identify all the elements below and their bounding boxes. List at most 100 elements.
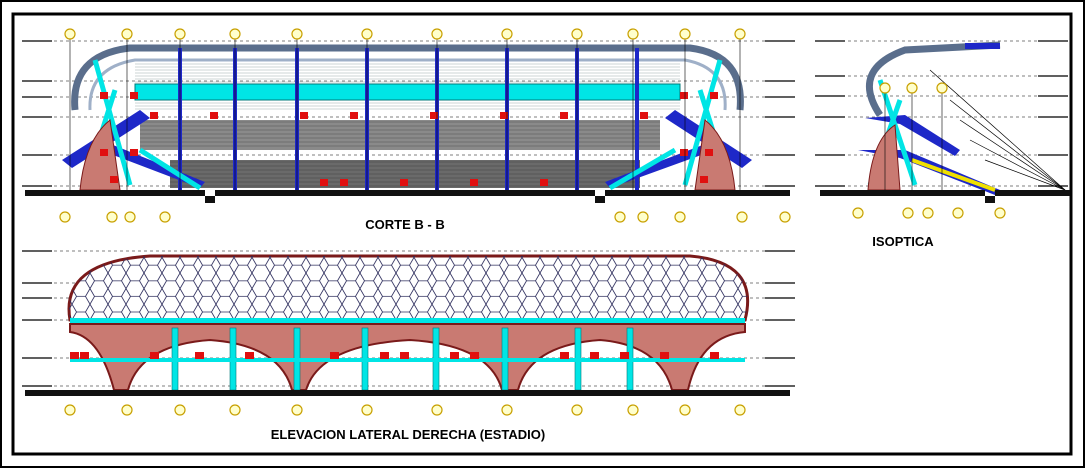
grid-bubble (229, 28, 241, 40)
seat-block (540, 179, 548, 186)
seat-block (380, 352, 389, 359)
section-ground-slab (25, 190, 790, 203)
seat-block (400, 352, 409, 359)
isoptic-roof-arch (866, 41, 1001, 117)
grid-bubble (936, 82, 948, 94)
seat-block (705, 149, 713, 156)
elevation-cyan-band (70, 318, 745, 324)
grid-bubble (106, 211, 118, 223)
grid-bubble (431, 404, 443, 416)
elevation-drawing: ELEVACION LATERAL DERECHA (ESTADIO) (22, 250, 795, 442)
grid-bubble (431, 28, 443, 40)
seat-block (130, 149, 138, 156)
section-title: CORTE B - B (365, 217, 444, 232)
grid-bubble (734, 404, 746, 416)
grid-bubble (779, 211, 791, 223)
grid-bubble (679, 28, 691, 40)
seat-block (330, 352, 339, 359)
seat-block (590, 352, 599, 359)
seat-block (70, 352, 79, 359)
seat-block (320, 179, 328, 186)
seat-block (470, 179, 478, 186)
grid-bubble (174, 404, 186, 416)
grid-bubble (902, 207, 914, 219)
section-upper-tier (140, 120, 660, 150)
grid-bubble (571, 404, 583, 416)
isoptic-pier (867, 124, 901, 191)
grid-bubble (361, 28, 373, 40)
elevation-grid-bubbles (64, 404, 746, 416)
grid-bubble (121, 404, 133, 416)
elevation-title: ELEVACION LATERAL DERECHA (ESTADIO) (271, 427, 545, 442)
section-right-pier (694, 119, 736, 191)
isoptic-roof-cap (965, 43, 1000, 49)
seat-block (150, 112, 158, 119)
isoptic-drawing: ISOPTICA (815, 40, 1070, 249)
grid-bubble (159, 211, 171, 223)
seat-block (660, 352, 669, 359)
seat-block (400, 179, 408, 186)
grid-bubble (994, 207, 1006, 219)
seat-block (620, 352, 629, 359)
seat-block (700, 176, 708, 183)
grid-bubble (614, 211, 626, 223)
grid-bubble (121, 28, 133, 40)
section-grid-bubbles (59, 28, 791, 223)
isoptic-ground (820, 190, 1070, 203)
grid-bubble (906, 82, 918, 94)
inner-frame (11, 12, 1073, 456)
grid-bubble (124, 211, 136, 223)
isoptic-level-lines (815, 40, 1068, 187)
grid-bubble (736, 211, 748, 223)
grid-bubble (291, 404, 303, 416)
seat-block (560, 112, 568, 119)
grid-bubble (64, 404, 76, 416)
grid-bubble (361, 404, 373, 416)
grid-bubble (679, 404, 691, 416)
grid-bubble (59, 211, 71, 223)
grid-bubble (229, 404, 241, 416)
seat-block (340, 179, 348, 186)
grid-bubble (627, 28, 639, 40)
seat-block (710, 92, 718, 99)
section-roof-inner (88, 58, 727, 111)
section-cyan-beam (134, 83, 681, 101)
sightline (929, 69, 1066, 191)
seat-block (640, 112, 648, 119)
isoptic-stand-lower (858, 150, 1000, 195)
sightline (984, 159, 1066, 191)
seat-block (710, 352, 719, 359)
seat-block (245, 352, 254, 359)
grid-bubble (852, 207, 864, 219)
elevation-cyan-deck (70, 358, 745, 362)
seat-block (680, 149, 688, 156)
section-seats (100, 92, 718, 186)
seat-block (560, 352, 569, 359)
section-tier-lines (140, 121, 660, 187)
seat-block (80, 352, 89, 359)
grid-bubble (879, 82, 891, 94)
seat-block (100, 149, 108, 156)
seat-block (470, 352, 479, 359)
grid-bubble (64, 28, 76, 40)
seat-block (430, 112, 438, 119)
seat-block (210, 112, 218, 119)
seat-block (100, 92, 108, 99)
isoptic-sightlines (929, 69, 1066, 191)
seat-block (150, 352, 159, 359)
grid-bubble (922, 207, 934, 219)
grid-bubble (291, 28, 303, 40)
seat-block (110, 176, 118, 183)
seat-block (450, 352, 459, 359)
grid-bubble (571, 28, 583, 40)
seat-block (500, 112, 508, 119)
elevation-seats (70, 352, 719, 359)
section-b-b-drawing: CORTE B - B (22, 28, 795, 232)
grid-bubble (627, 404, 639, 416)
isoptic-title: ISOPTICA (872, 234, 934, 249)
elevation-ground (25, 390, 790, 396)
sightline (959, 119, 1066, 191)
